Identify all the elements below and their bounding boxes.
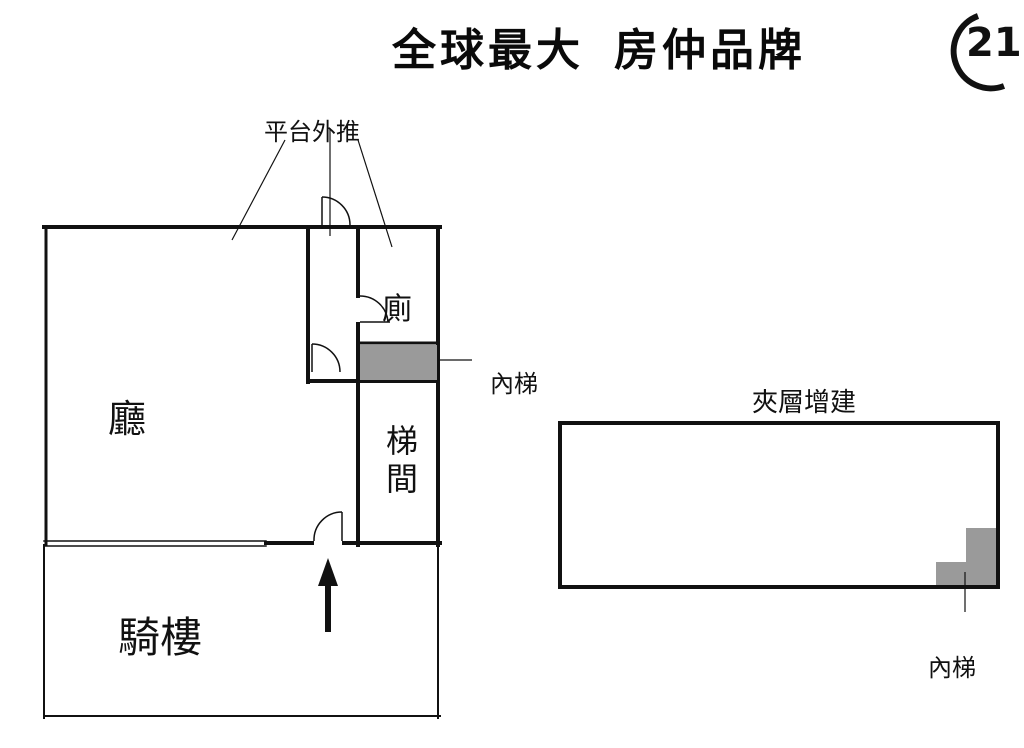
door-entrance-arc bbox=[313, 511, 343, 542]
label-stairwell: 梯間 bbox=[381, 424, 419, 500]
label-arcade: 騎樓 bbox=[118, 613, 203, 662]
mezzanine-stairs-shade bbox=[936, 528, 996, 585]
entrance-arrow bbox=[318, 558, 338, 632]
door-top-arc bbox=[321, 196, 351, 226]
door-toilet-arc bbox=[359, 295, 389, 323]
logo-text: 21 bbox=[966, 20, 1022, 66]
label-mezzanine-internal-stairs: 內梯 bbox=[928, 654, 976, 682]
slogan-part2: 房仲品牌 bbox=[614, 25, 806, 76]
internal-stairs-shade bbox=[360, 345, 437, 380]
slogan-part1: 全球最大 bbox=[392, 25, 584, 76]
label-platform-push-out: 平台外推 bbox=[264, 118, 360, 146]
label-internal-stairs: 內梯 bbox=[490, 370, 538, 398]
label-toilet: 廁 bbox=[382, 292, 412, 327]
door-corridor-arc bbox=[311, 343, 341, 373]
mezzanine-outline bbox=[558, 421, 1000, 589]
century21-logo-icon bbox=[950, 13, 1006, 92]
leader-platform-3 bbox=[357, 139, 393, 248]
slogan-banner: 全球最大房仲品牌 bbox=[392, 14, 806, 78]
label-living-room: 廳 bbox=[108, 397, 147, 441]
leader-platform-1 bbox=[231, 139, 286, 241]
label-mezzanine: 夾層增建 bbox=[752, 388, 857, 418]
